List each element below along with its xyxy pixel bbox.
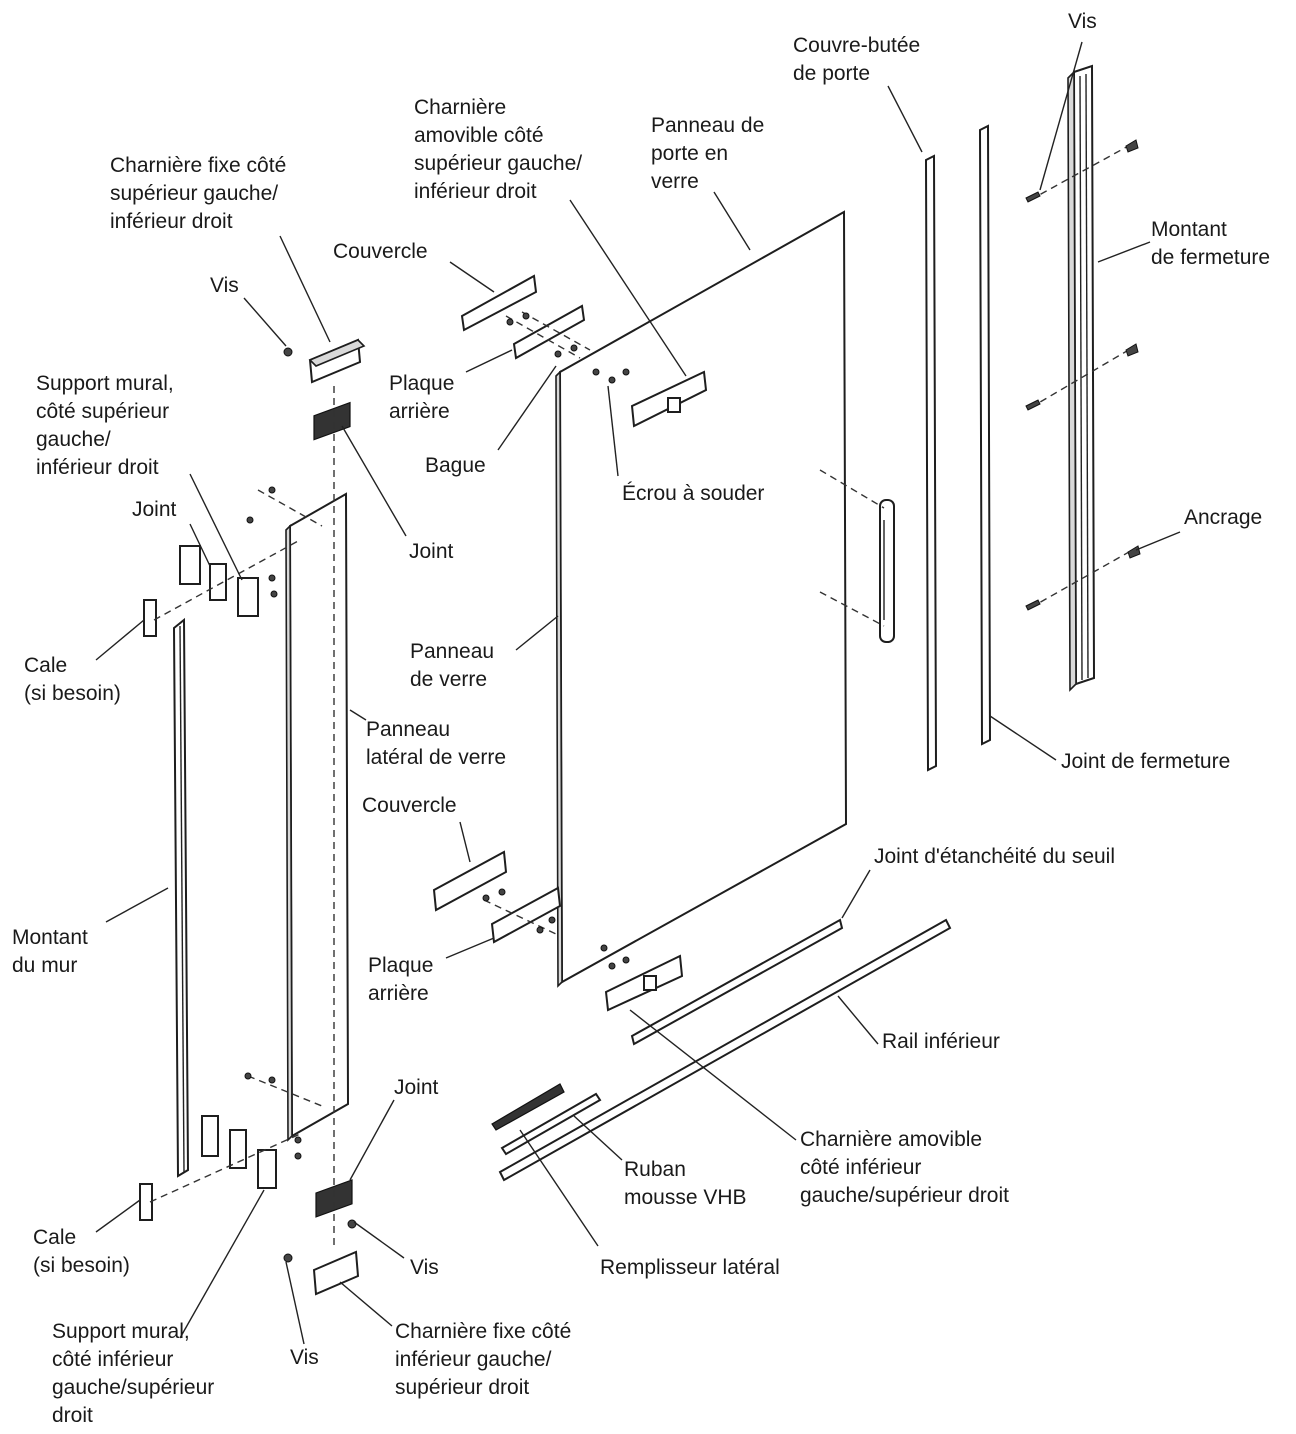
label-charniere-fixe-inf: Charnière fixe côté inférieur gauche/ su… bbox=[395, 1320, 572, 1399]
label-joint-fermeture: Joint de fermeture bbox=[1061, 750, 1231, 773]
label-bague: Bague bbox=[425, 454, 486, 477]
label-couvercle-bottom: Couvercle bbox=[362, 794, 457, 817]
charniere-amovible-sup-part bbox=[592, 368, 708, 428]
panneau-lateral-part bbox=[285, 492, 350, 1142]
label-rail-inferieur: Rail inférieur bbox=[882, 1030, 1000, 1053]
label-vis-top-right: Vis bbox=[1068, 10, 1097, 33]
label-charniere-amovible-sup: Charnière amovible côté supérieur gauche… bbox=[414, 96, 583, 203]
label-couvre-butee: Couvre-butée de porte bbox=[793, 34, 921, 85]
label-vis-top-left: Vis bbox=[210, 274, 239, 297]
montant-fermeture-part bbox=[1067, 64, 1096, 692]
label-plaque-arriere-bottom: Plaque arrière bbox=[368, 954, 434, 1005]
label-joint-seuil: Joint d'étanchéité du seuil bbox=[874, 845, 1116, 868]
rail-parts bbox=[491, 918, 952, 1182]
label-charniere-fixe-sup: Charnière fixe côté supérieur gauche/ in… bbox=[110, 154, 287, 233]
couvercle-top-part bbox=[460, 274, 591, 360]
label-remplisseur: Remplisseur latéral bbox=[600, 1256, 780, 1279]
label-panneau-verre: Panneau de verre bbox=[410, 640, 495, 691]
label-support-mural-sup: Support mural, côté supérieur gauche/ in… bbox=[36, 372, 174, 479]
label-vis-bottom-left: Vis bbox=[290, 1346, 319, 1369]
label-joint-center-top: Joint bbox=[409, 540, 454, 563]
label-panneau-porte: Panneau de porte en verre bbox=[651, 114, 765, 193]
montant-screws bbox=[1025, 139, 1141, 611]
charniere-amovible-inf-part bbox=[600, 944, 684, 1012]
joint-fermeture-part bbox=[978, 124, 992, 746]
label-ruban: Ruban mousse VHB bbox=[624, 1158, 747, 1209]
label-couvercle-top: Couvercle bbox=[333, 240, 428, 263]
label-support-mural-inf: Support mural, côté inférieur gauche/sup… bbox=[52, 1320, 215, 1427]
label-vis-bottom-right: Vis bbox=[410, 1256, 439, 1279]
label-cale-top: Cale (si besoin) bbox=[24, 654, 121, 705]
label-montant-fermeture: Montant de fermeture bbox=[1151, 218, 1271, 269]
couvre-butee-part bbox=[924, 154, 938, 772]
handle-part bbox=[819, 469, 895, 643]
label-joint-left-top: Joint bbox=[132, 498, 177, 521]
couvercle-bottom-part bbox=[432, 850, 562, 944]
label-plaque-arriere-top: Plaque arrière bbox=[389, 372, 455, 423]
label-montant-mur: Montant du mur bbox=[12, 926, 88, 977]
montant-mur-part bbox=[172, 617, 190, 1178]
label-panneau-lateral: Panneau latéral de verre bbox=[366, 718, 507, 769]
label-joint-bottom: Joint bbox=[394, 1076, 439, 1099]
charniere-fixe-inf-part bbox=[283, 1179, 360, 1296]
leaders bbox=[95, 41, 1181, 1345]
label-cale-bottom: Cale (si besoin) bbox=[33, 1226, 130, 1277]
label-ecrou: Écrou à souder bbox=[622, 482, 765, 505]
support-top-parts bbox=[143, 486, 323, 637]
charniere-fixe-sup-part bbox=[283, 338, 366, 441]
label-charniere-amovible-inf: Charnière amovible côté inférieur gauche… bbox=[800, 1128, 1009, 1207]
panneau-porte-part bbox=[555, 210, 848, 988]
label-ancrage: Ancrage bbox=[1184, 506, 1263, 529]
support-bottom-parts bbox=[139, 1072, 323, 1221]
